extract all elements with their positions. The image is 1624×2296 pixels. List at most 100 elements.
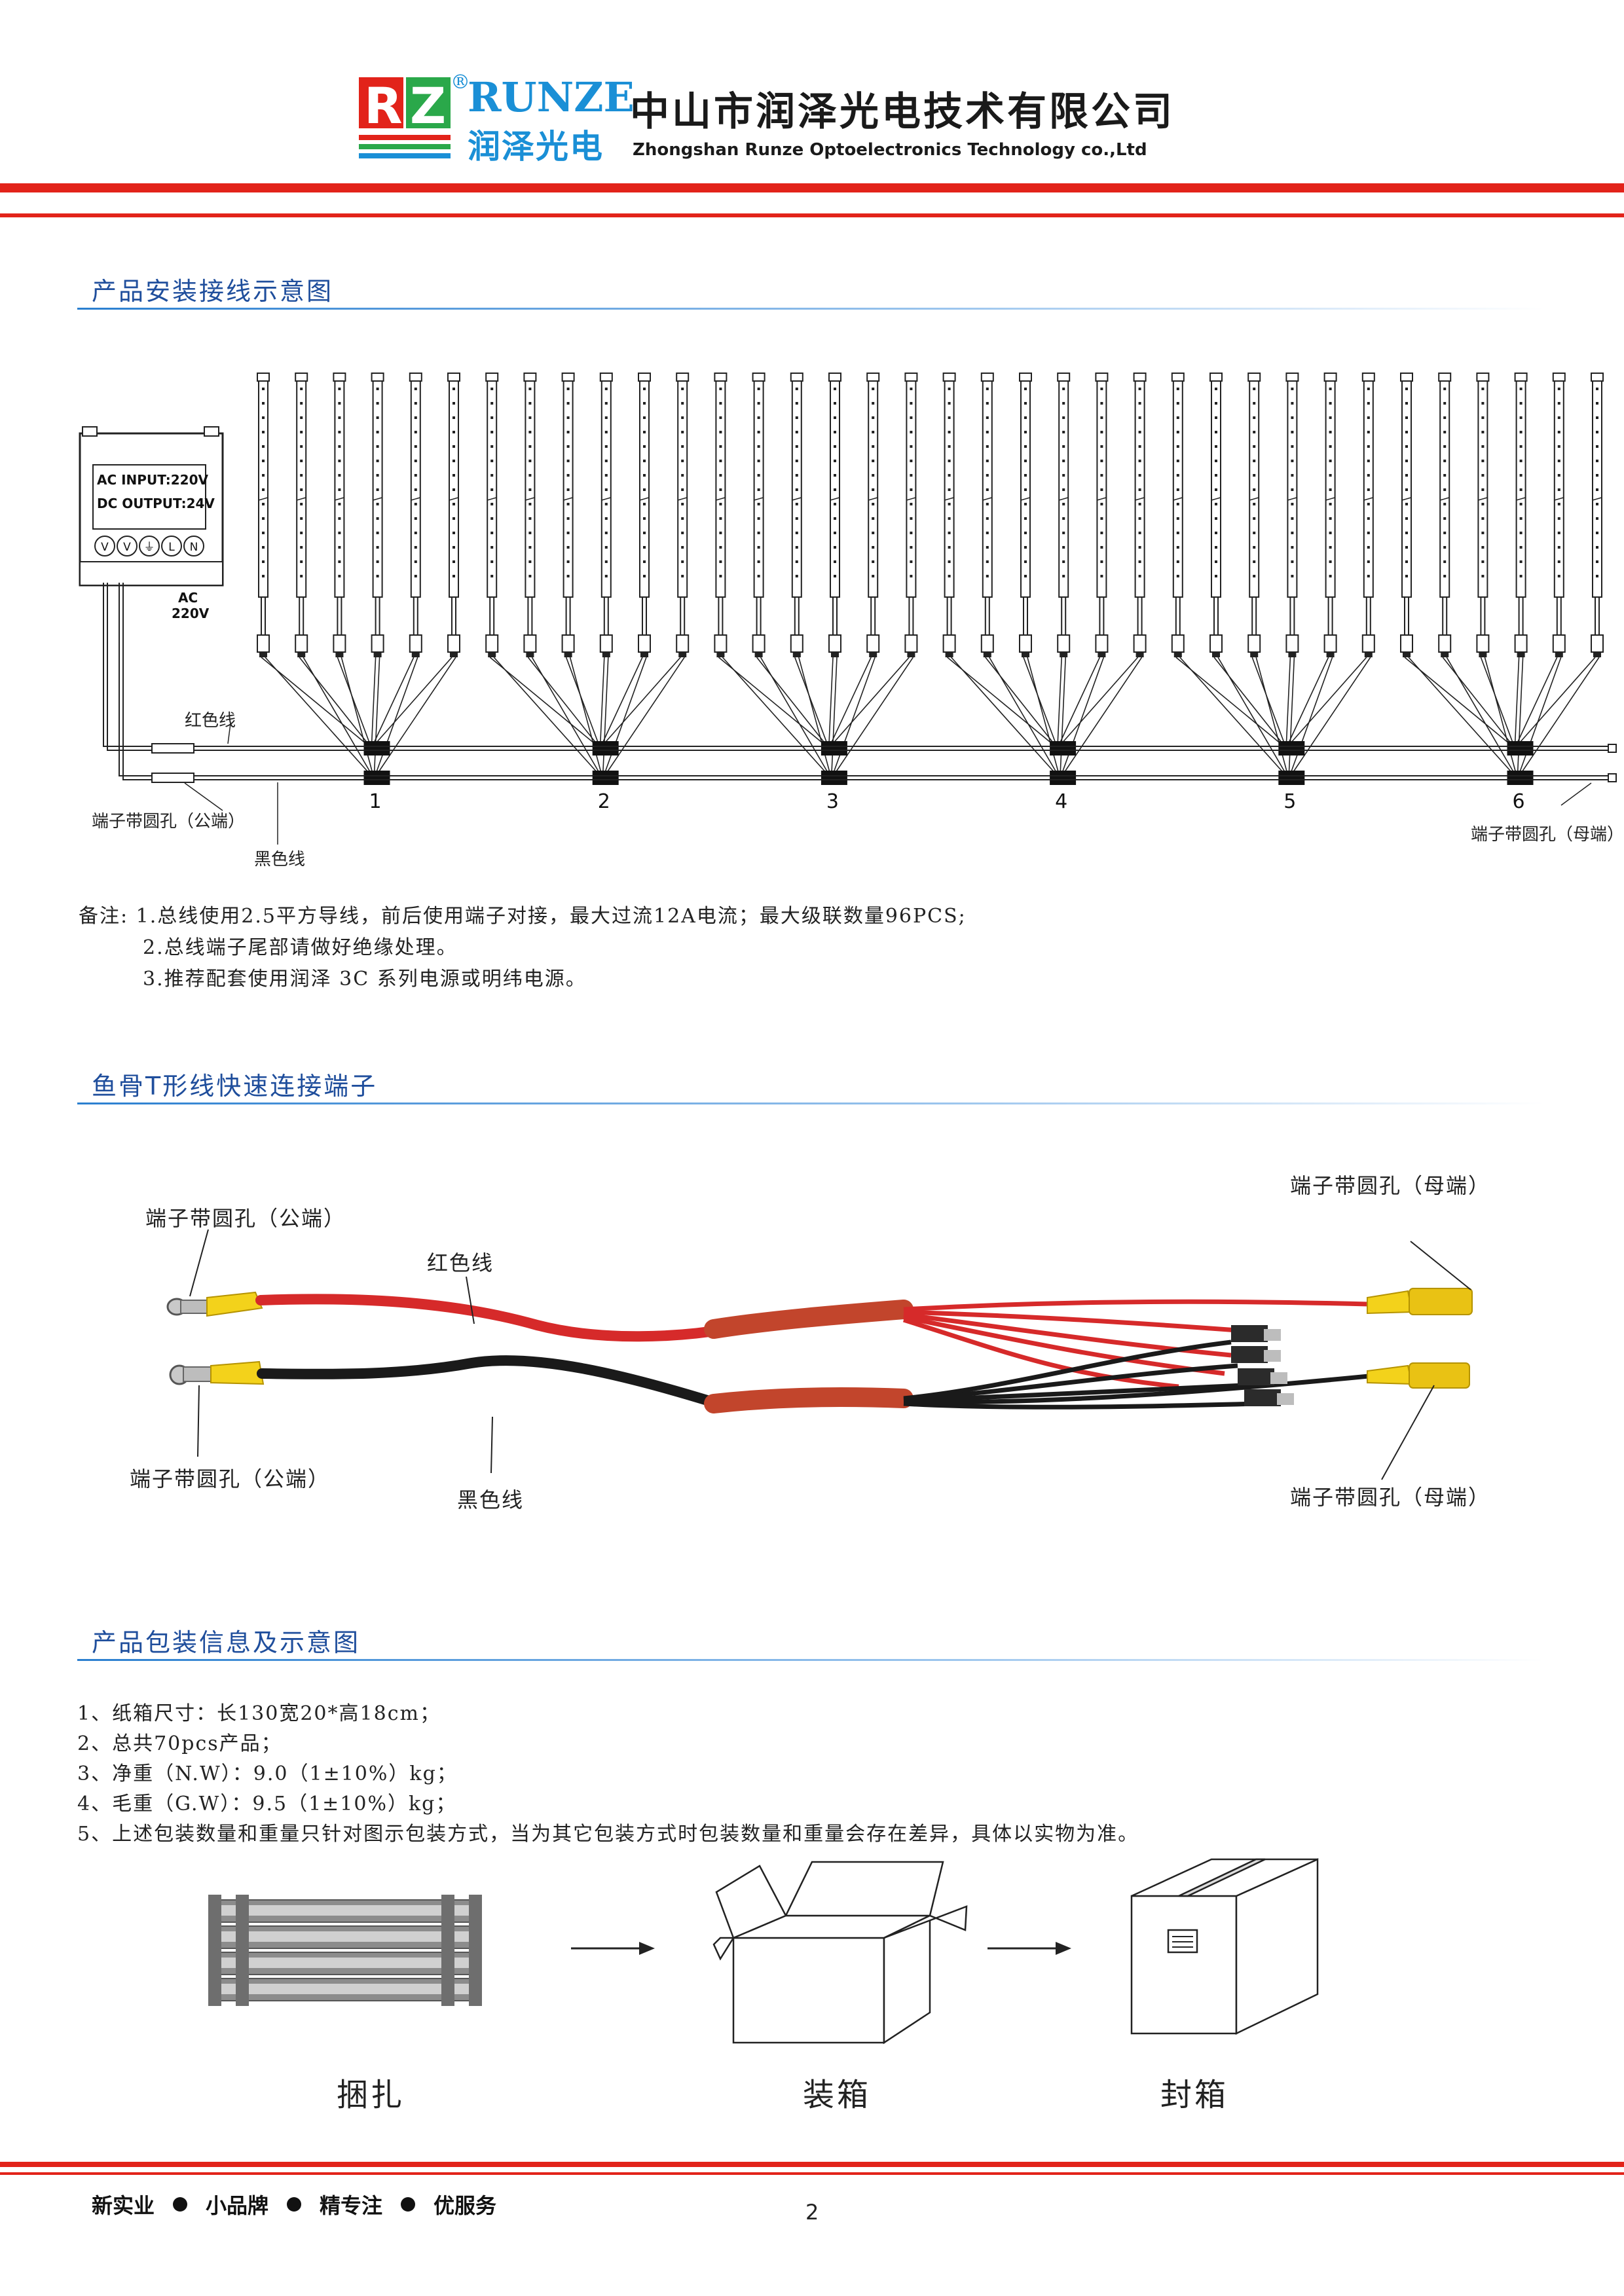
group-number: 4 — [1055, 790, 1067, 813]
bus-hub-connector — [1050, 741, 1077, 756]
label-black-wire: 黑色线 — [254, 850, 306, 869]
psu-terminal — [161, 536, 182, 556]
t-connector-illustration — [166, 1229, 1473, 1480]
psu-terminal — [139, 536, 160, 556]
led-strip — [295, 373, 373, 775]
slogan-2: 小品牌 — [206, 2193, 269, 2218]
led-strip — [371, 373, 384, 775]
bus-hub-connector — [1278, 771, 1305, 785]
led-strip — [1058, 373, 1109, 775]
led-strip — [1247, 373, 1289, 775]
company-name-cn: 中山市润泽光电技术有限公司 — [630, 89, 1175, 135]
bullet-icon — [287, 2197, 302, 2212]
bus-hub-connector — [363, 741, 390, 756]
led-strip — [942, 373, 1057, 775]
led-strip-array — [257, 373, 1604, 785]
led-strip — [831, 373, 918, 775]
label-red-wire: 红色线 — [185, 711, 236, 731]
company-name-en: Zhongshan Runze Optoelectronics Technolo… — [633, 140, 1147, 160]
led-strip — [1476, 373, 1517, 775]
packing-item-5: 5、上述包装数量和重量只针对图示包装方式，当为其它包装方式时包装数量和重量会存在… — [77, 1823, 1139, 1846]
led-strip — [714, 373, 828, 775]
arrow-right-icon — [571, 1942, 655, 1955]
branch-connectors — [1231, 1325, 1294, 1406]
bus-hub-connector — [821, 741, 847, 756]
psu-terminal — [94, 536, 115, 556]
label-black-wire-photo: 黑色线 — [457, 1487, 525, 1512]
led-strip — [372, 373, 422, 775]
ac-label: AC — [178, 590, 198, 606]
note-line-2: 2.总线端子尾部请做好绝缘处理。 — [143, 936, 458, 959]
male-terminal-bottom — [169, 1360, 265, 1385]
psu-terminal-label: ⏚ — [144, 541, 155, 554]
registered-mark: ® — [451, 71, 470, 94]
led-strip — [980, 373, 1058, 775]
bus-hub-connector — [821, 771, 847, 785]
led-strip — [828, 373, 841, 775]
note-line-3: 3.推荐配套使用润泽 3C 系列电源或明纬电源。 — [143, 968, 587, 991]
psu-terminal-row: V V ⏚ L N — [94, 536, 204, 556]
label-male-bottom: 端子带圆孔（公端） — [130, 1467, 331, 1491]
psu-terminal — [117, 536, 138, 556]
section-title-connector: 鱼骨T形线快速连接端子 — [92, 1072, 378, 1101]
header-red-band — [0, 183, 1624, 192]
led-strip — [752, 373, 830, 775]
male-terminal-top — [166, 1291, 263, 1317]
black-heat-shrink — [704, 1387, 913, 1413]
logo-letter-z: Z — [410, 77, 446, 135]
footer-red-band — [0, 2162, 1624, 2167]
black-branch-wires — [903, 1339, 1369, 1410]
led-strip — [1285, 373, 1299, 775]
section-rule — [77, 1102, 1544, 1104]
bus-hub-connector — [592, 771, 619, 785]
slogan-1: 新实业 — [92, 2193, 155, 2218]
psu-terminal — [183, 536, 204, 556]
psu-terminal-label: V — [123, 541, 131, 554]
bus-hub-connector — [1507, 771, 1534, 785]
note-line-1: 备注: 1.总线使用2.5平方导线，前后使用端子对接，最大过流12A电流；最大级… — [79, 905, 967, 928]
slogan-4: 优服务 — [434, 2193, 497, 2218]
ac-voltage-label: 220V — [172, 606, 210, 621]
page-number: 2 — [805, 2200, 819, 2225]
led-strip — [561, 373, 602, 775]
step-caption-bundle: 捆扎 — [337, 2077, 405, 2113]
bus-cables — [103, 583, 1617, 783]
group-number: 5 — [1283, 790, 1296, 813]
company-logo: R Z — [359, 77, 451, 166]
label-male-end: 端子带圆孔（公端） — [92, 812, 246, 831]
psu-terminal-label: N — [190, 541, 198, 554]
label-male-top: 端子带圆孔（公端） — [145, 1206, 346, 1231]
led-strip — [1171, 373, 1285, 775]
bundle-icon — [208, 1895, 482, 2006]
packing-item-4: 4、毛重（G.W）：9.5（1±10%）kg； — [77, 1793, 457, 1815]
psu-terminal-label: V — [101, 541, 109, 554]
psu-terminal-label: L — [168, 541, 175, 554]
section-rule — [77, 1659, 1544, 1661]
section-title-wiring: 产品安装接线示意图 — [92, 277, 334, 306]
arrow-right-icon — [987, 1942, 1071, 1955]
bus-hub-connector — [1278, 741, 1305, 756]
led-strip — [1517, 373, 1604, 775]
packing-item-3: 3、净重（N.W）：9.0（1±10%）kg； — [77, 1762, 458, 1785]
led-strip — [523, 373, 601, 775]
psu-input-label: AC INPUT:220V — [97, 472, 208, 488]
group-number: 1 — [369, 790, 382, 813]
t-connector-photo — [0, 1152, 1624, 1545]
led-strip — [1400, 373, 1515, 775]
led-strip — [1438, 373, 1516, 775]
open-box-icon — [712, 1861, 968, 2045]
footer-red-line — [0, 2172, 1624, 2175]
step-caption-sealing: 封箱 — [1160, 2077, 1229, 2113]
packing-steps-illustration — [0, 1853, 1624, 2049]
led-strip — [1209, 373, 1287, 775]
red-heat-shrink — [704, 1300, 913, 1339]
led-strip — [599, 373, 613, 775]
label-female-end: 端子带圆孔（母端） — [1471, 825, 1624, 845]
packing-item-1: 1、纸箱尺寸：长130宽20*高18cm； — [77, 1702, 441, 1725]
bus-hub-connector — [363, 771, 390, 785]
label-female-bottom: 端子带圆孔（母端） — [1290, 1485, 1491, 1510]
led-strip — [1019, 373, 1060, 775]
